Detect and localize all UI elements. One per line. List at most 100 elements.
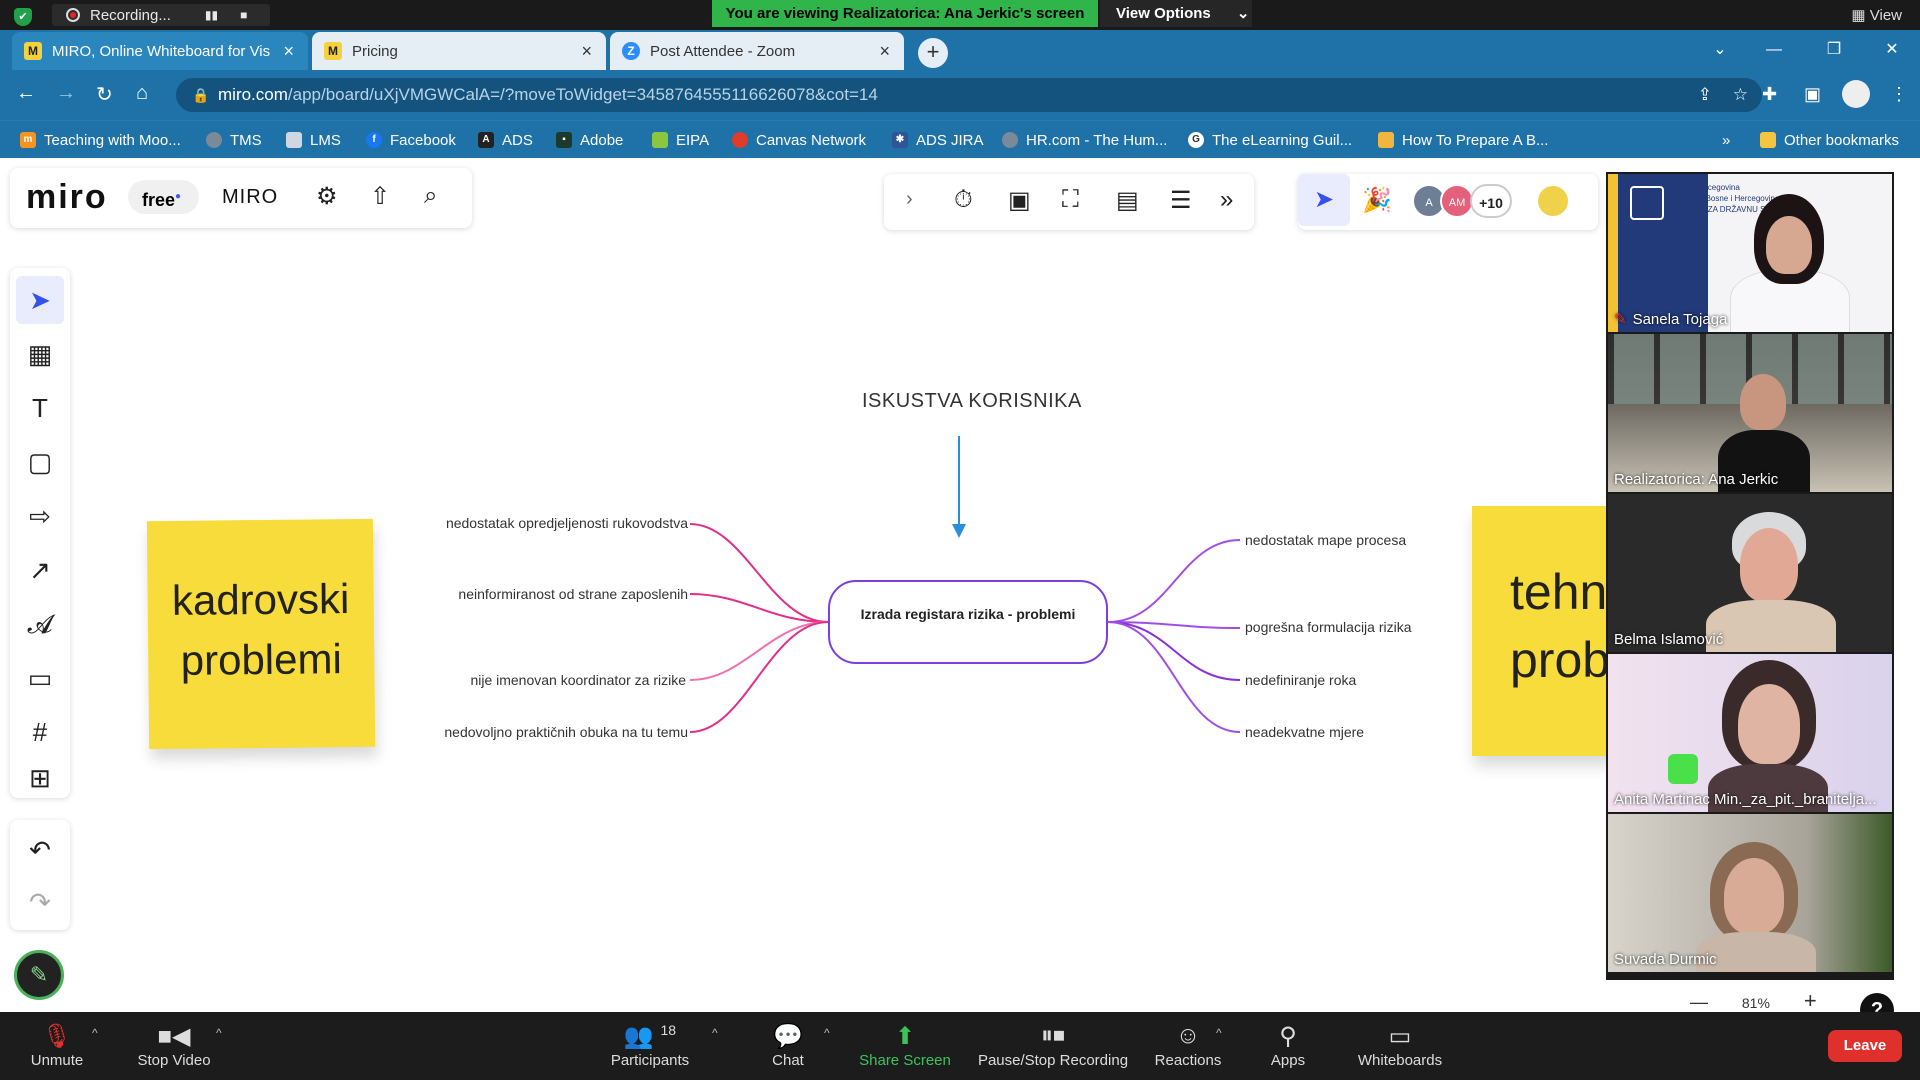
add-more-icon[interactable]: ⊞ <box>29 763 51 793</box>
bookmark-item[interactable]: LMS <box>286 121 341 159</box>
branch-item-right[interactable]: nedostatak mape procesa <box>1245 532 1407 548</box>
own-avatar[interactable] <box>1536 184 1570 218</box>
search-icon[interactable]: ⌕ <box>424 182 438 209</box>
caret-up-icon[interactable]: ^ <box>216 1026 222 1040</box>
miro-board[interactable]: miro free● MIRO ⚙ ⇧ ⌕ › ⏱ ▣ ⛶ ▤ ☰ » ➤ 🎉 … <box>0 158 1920 1027</box>
undo-icon[interactable]: ↶ <box>29 835 51 865</box>
caret-up-icon[interactable]: ^ <box>1216 1026 1222 1040</box>
connector-tool-icon[interactable]: ↗ <box>29 555 51 585</box>
branch-item-left[interactable]: neinformiranost od strane zaposlenih <box>458 586 688 602</box>
cursor-icon[interactable]: ➤ <box>1298 174 1350 226</box>
timer-icon[interactable]: ⏱ <box>954 186 973 213</box>
forward-icon[interactable]: → <box>56 82 76 104</box>
bookmark-item[interactable]: HR.com - The Hum... <box>1002 121 1167 159</box>
pen-fab-icon[interactable]: ✎ <box>14 950 64 1000</box>
frame-tool-icon[interactable]: # <box>32 717 48 747</box>
bookmark-item[interactable]: Canvas Network <box>732 121 866 159</box>
tab-zoom[interactable]: Z Post Attendee - Zoom × <box>610 32 904 70</box>
whiteboards-button[interactable]: ▭ Whiteboards <box>1352 1022 1448 1069</box>
plan-badge[interactable]: free● <box>128 180 200 214</box>
close-icon[interactable]: × <box>581 41 592 61</box>
celebrate-icon[interactable]: 🎉 <box>1362 187 1392 214</box>
bookmark-item[interactable]: How To Prepare A B... <box>1378 121 1548 159</box>
export-icon[interactable]: ⇧ <box>370 183 391 210</box>
central-node[interactable]: Izrada registara rizika - problemi <box>828 580 1108 664</box>
shape-tool-icon[interactable]: ⇨ <box>29 501 51 531</box>
participant-tile[interactable]: Belma Islamović <box>1608 494 1892 652</box>
branch-item-right[interactable]: nedefiniranje roka <box>1245 672 1357 688</box>
profile-avatar[interactable] <box>1842 80 1870 108</box>
bookmark-item[interactable]: TMS <box>206 121 262 159</box>
minimize-icon[interactable]: — <box>1766 41 1782 58</box>
menu-kebab-icon[interactable]: ⋮ <box>1890 84 1908 104</box>
miro-logo[interactable]: miro <box>26 178 108 216</box>
caret-up-icon[interactable]: ^ <box>712 1026 718 1040</box>
tab-miro[interactable]: M MIRO, Online Whiteboard for Vis × <box>12 32 308 70</box>
extensions-icon[interactable]: ✚ <box>1762 84 1778 104</box>
pen-tool-icon[interactable]: 𝓐 <box>27 609 53 639</box>
bookmark-item[interactable]: ▪Adobe <box>556 121 623 159</box>
participant-tile[interactable]: Anita Martinac Min._za_pit._branitelja..… <box>1608 654 1892 812</box>
other-bookmarks[interactable]: Other bookmarks <box>1760 121 1899 159</box>
board-name[interactable]: MIRO <box>222 186 279 208</box>
notes-icon[interactable]: ☰ <box>1170 187 1192 214</box>
avatar[interactable]: A <box>1412 184 1446 218</box>
branch-item-left[interactable]: nedovoljno praktičnih obuka na tu temu <box>444 724 688 740</box>
unmute-button[interactable]: 🎙 Unmute <box>24 1022 90 1069</box>
sticky-note[interactable]: tehn probl <box>1472 506 1612 756</box>
restore-icon[interactable]: ❐ <box>1826 41 1842 58</box>
reload-icon[interactable]: ↻ <box>96 84 113 106</box>
branch-item-right[interactable]: neadekvatne mjere <box>1245 724 1365 740</box>
close-window-icon[interactable]: ✕ <box>1885 41 1899 58</box>
tab-search-icon[interactable]: ⌄ <box>1713 41 1727 58</box>
branch-item-right[interactable]: pogrešna formulacija rizika <box>1245 619 1412 635</box>
focus-icon[interactable]: ⛶ <box>1062 186 1079 213</box>
avatar[interactable]: AM <box>1440 184 1474 218</box>
sticky-note-icon[interactable]: ▢ <box>27 447 53 477</box>
caret-up-icon[interactable]: ^ <box>92 1026 98 1040</box>
view-options-button[interactable]: View Options ⌄ <box>1100 0 1252 27</box>
select-tool-icon[interactable]: ➤ <box>16 276 64 324</box>
pause-stop-recording-button[interactable]: ⏸⏹ Pause/Stop Recording <box>974 1022 1132 1069</box>
star-icon[interactable]: ☆ <box>1732 85 1748 104</box>
participant-tile[interactable]: Bosna i Hercegovina Federacija Bosne i H… <box>1608 174 1892 332</box>
bookmark-item[interactable]: ✱ADS JIRA <box>892 121 984 159</box>
more-bookmarks-icon[interactable]: » <box>1722 131 1731 149</box>
branch-item-left[interactable]: nije imenovan koordinator za rizike <box>470 672 686 688</box>
stop-recording-icon[interactable]: ■ <box>240 8 248 22</box>
tab-pricing[interactable]: M Pricing × <box>312 32 606 70</box>
back-icon[interactable]: ← <box>16 82 36 104</box>
text-tool-icon[interactable]: T <box>32 393 48 423</box>
url-input[interactable]: 🔒 miro.com/app/board/uXjVMGWCalA=/?moveT… <box>176 78 1762 112</box>
more-collaborators[interactable]: +10 <box>1470 184 1512 218</box>
close-icon[interactable]: × <box>283 41 294 61</box>
new-tab-button[interactable]: + <box>918 38 948 68</box>
templates-icon[interactable]: ▦ <box>27 339 53 369</box>
view-button[interactable]: ▦ View <box>1851 6 1902 24</box>
sticky-note[interactable]: kadrovski problemi <box>146 518 376 750</box>
home-icon[interactable]: ⌂ <box>136 82 149 104</box>
reactions-button[interactable]: ☺ Reactions <box>1152 1022 1224 1069</box>
redo-icon[interactable]: ↷ <box>29 887 51 917</box>
chevron-right-icon[interactable]: › <box>906 188 913 210</box>
leave-button[interactable]: Leave <box>1828 1030 1902 1062</box>
settings-icon[interactable]: ⚙ <box>316 183 338 210</box>
stop-video-button[interactable]: ■◀ Stop Video <box>130 1022 218 1069</box>
zoom-out-icon[interactable]: — <box>1690 992 1708 1012</box>
apps-button[interactable]: ⚲ Apps <box>1268 1022 1308 1069</box>
chat-button[interactable]: 💬 Chat <box>766 1022 810 1069</box>
voting-icon[interactable]: ▤ <box>1116 187 1139 214</box>
comment-tool-icon[interactable]: ▭ <box>27 663 53 693</box>
branch-item-left[interactable]: nedostatak opredjeljenosti rukovodstva <box>445 515 688 531</box>
video-chat-icon[interactable]: ▣ <box>1008 187 1031 214</box>
participant-tile[interactable]: Suvada Durmic <box>1608 814 1892 972</box>
bookmark-item[interactable]: EIPA <box>652 121 709 159</box>
participants-button[interactable]: 👥 18 Participants <box>606 1022 694 1069</box>
sidepanel-icon[interactable]: ▣ <box>1804 84 1822 104</box>
more-icon[interactable]: » <box>1220 186 1234 213</box>
share-icon[interactable]: ⇪ <box>1697 85 1712 104</box>
